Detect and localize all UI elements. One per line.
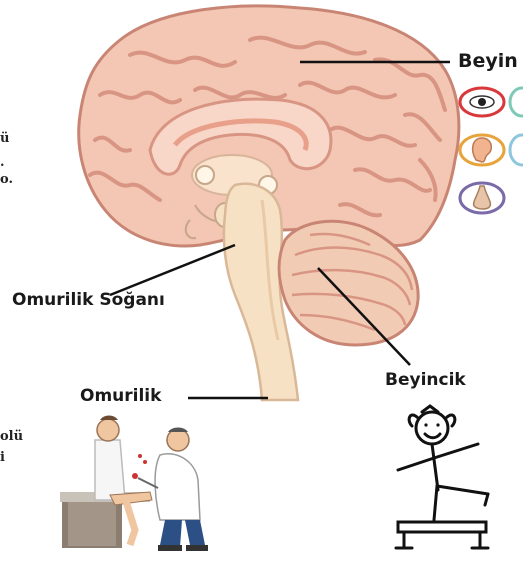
left-fragment-4: olü [0,429,23,444]
left-fragment-2: . [0,155,5,170]
left-fragment-5: i [0,450,5,465]
label-beyincik: Beyincik [385,370,466,390]
sense-icons [460,88,523,213]
left-fragment-3: o. [0,172,13,187]
label-omurilik-sogani: Omurilik Soğanı [12,290,165,310]
teal-icon-partial [510,88,523,116]
blue-icon-partial [510,135,523,165]
label-beyin: Beyin [458,50,518,72]
left-fragment-1: ü [0,131,9,146]
balancing-figure [396,406,488,548]
label-omurilik: Omurilik [80,386,161,406]
reflex-illustration [60,416,208,552]
